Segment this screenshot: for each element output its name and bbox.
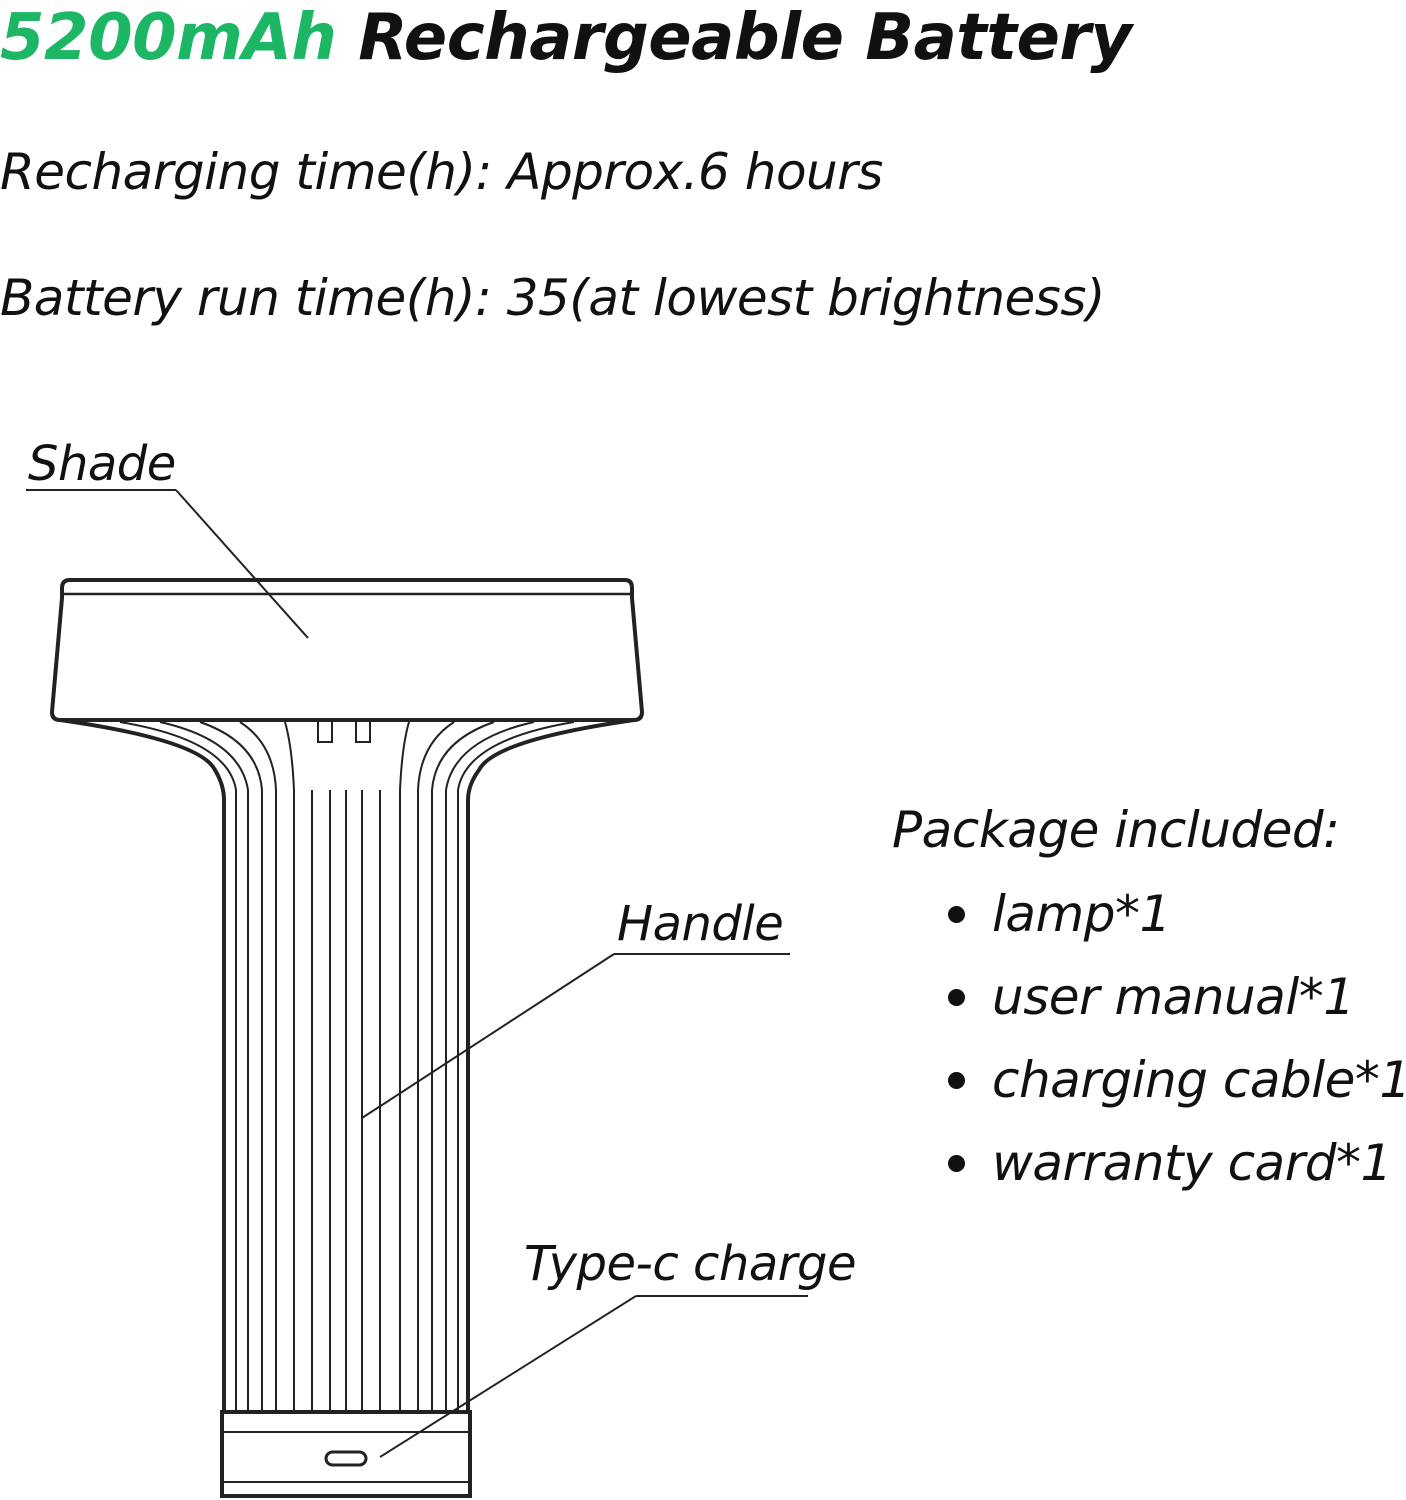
heading-text: Rechargeable Battery <box>336 1 1132 75</box>
callout-handle: Handle <box>361 896 790 1119</box>
bullet-icon <box>948 906 965 923</box>
package-title: Package included: <box>892 801 1340 859</box>
package-item-label: warranty card*1 <box>992 1134 1392 1192</box>
lamp-neck <box>59 718 635 801</box>
lamp-shade <box>49 578 645 722</box>
callout-type-c: Type-c charge <box>379 1236 856 1458</box>
callout-shade: Shade <box>26 436 309 639</box>
bullet-icon <box>948 989 965 1006</box>
bullet-icon <box>948 1155 965 1172</box>
type-c-port-icon <box>324 1450 368 1467</box>
type-c-label: Type-c charge <box>524 1236 856 1292</box>
bullet-icon <box>948 1072 965 1089</box>
list-item: lamp*1 <box>940 884 1406 967</box>
lamp-base <box>220 1410 472 1498</box>
list-item: charging cable*1 <box>940 1050 1406 1133</box>
package-item-label: charging cable*1 <box>992 1051 1406 1109</box>
lamp-handle <box>222 790 470 1412</box>
package-list: lamp*1 user manual*1 charging cable*1 wa… <box>940 884 1406 1216</box>
battery-runtime-spec: Battery run time(h): 35(at lowest bright… <box>0 269 1105 327</box>
package-item-label: lamp*1 <box>992 885 1171 943</box>
heading-capacity: 5200mAh <box>0 1 337 75</box>
list-item: user manual*1 <box>940 967 1406 1050</box>
list-item: warranty card*1 <box>940 1133 1406 1216</box>
package-item-label: user manual*1 <box>992 968 1355 1026</box>
recharging-time-spec: Recharging time(h): Approx.6 hours <box>0 143 883 201</box>
heading: 5200mAh Rechargeable Battery <box>0 0 1132 76</box>
handle-label: Handle <box>617 896 783 952</box>
shade-label: Shade <box>28 436 176 492</box>
